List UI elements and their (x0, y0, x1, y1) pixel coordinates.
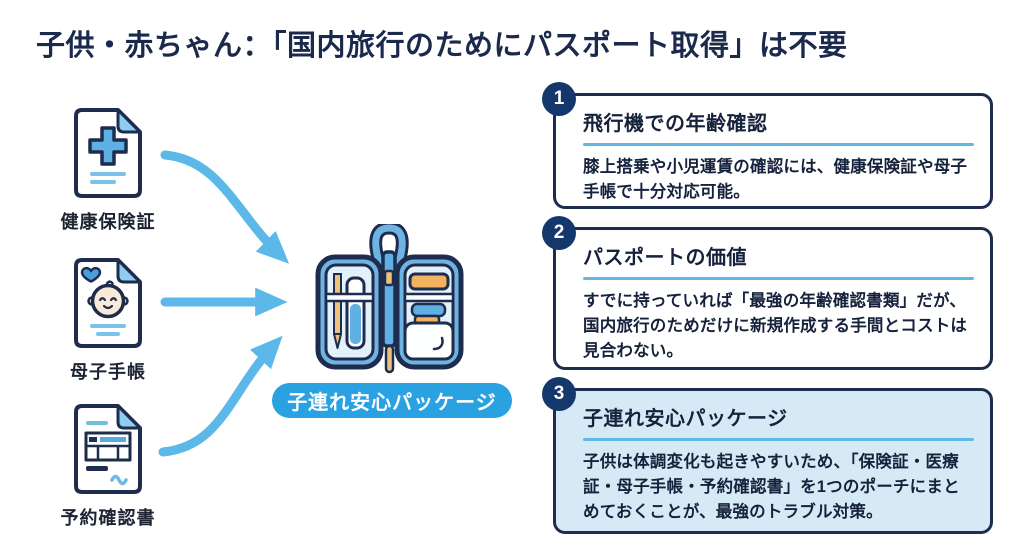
point-heading: 飛行機での年齢確認 (583, 113, 768, 135)
document-label: 健康保険証 (60, 212, 156, 232)
point-heading: 子連れ安心パッケージ (583, 408, 788, 430)
point-heading: パスポートの価値 (583, 247, 747, 269)
point-body: すでに持っていれば「最強の年齢確認書類」だが、国内旅行のためだけに新規作成する手… (583, 292, 968, 360)
package-badge: 子連れ安心パッケージ (272, 383, 512, 418)
divider (583, 277, 974, 280)
point-body: 子供は体調変化も起きやすいため、「保険証・医療証・母子手帳・予約確認書」を1つの… (583, 453, 960, 521)
travel-pouch-organizer-icon (315, 224, 464, 374)
point-number-badge: 2 (542, 216, 576, 250)
point-box-1: 1 飛行機での年齢確認 膝上搭乗や小児運賃の確認には、健康保険証や母子手帳で十分… (542, 82, 993, 209)
maternal-child-handbook-icon (74, 258, 142, 348)
point-number-badge: 1 (542, 82, 576, 116)
page-title: 子供・赤ちゃん：「国内旅行のためにパスポート取得」は不要 (36, 30, 848, 62)
point-box-3: 3 子連れ安心パッケージ 子供は体調変化も起きやすいため、「保険証・医療証・母子… (542, 377, 993, 534)
point-box-2: 2 パスポートの価値 すでに持っていれば「最強の年齢確認書類」だが、国内旅行のた… (542, 216, 993, 370)
flow-arrows (158, 150, 290, 457)
point-body: 膝上搭乗や小児運賃の確認には、健康保険証や母子手帳で十分対応可能。 (583, 158, 968, 201)
document-item-reservation-confirmation: 予約確認書 (28, 402, 188, 530)
arrow-top-icon (160, 150, 290, 264)
document-item-maternal-handbook: 母子手帳 (28, 256, 188, 384)
divider (583, 438, 974, 441)
document-label: 母子手帳 (70, 362, 146, 382)
document-label: 予約確認書 (60, 508, 156, 528)
point-number-badge: 3 (542, 377, 576, 411)
health-insurance-card-icon (74, 108, 142, 198)
divider (583, 143, 974, 146)
arrow-bottom-icon (158, 335, 283, 457)
document-item-health-insurance: 健康保険証 (28, 106, 188, 234)
reservation-confirmation-icon (74, 404, 142, 494)
